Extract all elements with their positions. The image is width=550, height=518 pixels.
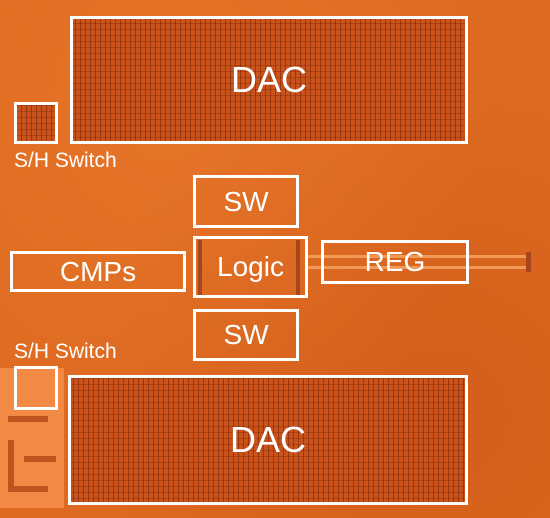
sh-switch-top-caption: S/H Switch (14, 149, 117, 172)
logic-block: Logic (193, 236, 308, 298)
dac-top-array (70, 16, 468, 144)
bond-pad-slot-3 (8, 486, 48, 492)
reg-bus-upper (308, 255, 530, 258)
reg-label: REG (364, 246, 426, 277)
dac-bottom-array (68, 375, 468, 505)
reg-bus-end (526, 252, 531, 272)
cmps-label: CMPs (59, 255, 137, 287)
sh-switch-top-block (14, 102, 58, 144)
sw-bottom-label: SW (223, 319, 269, 350)
sw-bottom-block: SW (193, 309, 299, 361)
dac-bottom-label: DAC (229, 419, 306, 460)
reg-block: REG (321, 240, 469, 284)
logic-left-trace (198, 240, 202, 298)
bond-pad-slot-2 (8, 440, 14, 490)
sh-switch-top-array (16, 104, 56, 142)
sw-top-block: SW (193, 175, 299, 228)
dac-top-label: DAC (230, 59, 307, 100)
dac-bottom-block: DAC (68, 375, 468, 505)
sh-switch-bottom-caption: S/H Switch (14, 340, 117, 363)
sw-top-label: SW (223, 185, 269, 217)
bond-pad-slot-4 (24, 456, 56, 462)
sh-switch-bottom-block (14, 366, 58, 410)
cmps-block: CMPs (10, 251, 186, 292)
dac-top-block: DAC (70, 16, 468, 144)
bond-pad-slot-1 (8, 416, 48, 422)
reg-bus-lower (308, 266, 530, 269)
logic-right-trace (296, 240, 300, 298)
logic-label: Logic (217, 251, 284, 282)
